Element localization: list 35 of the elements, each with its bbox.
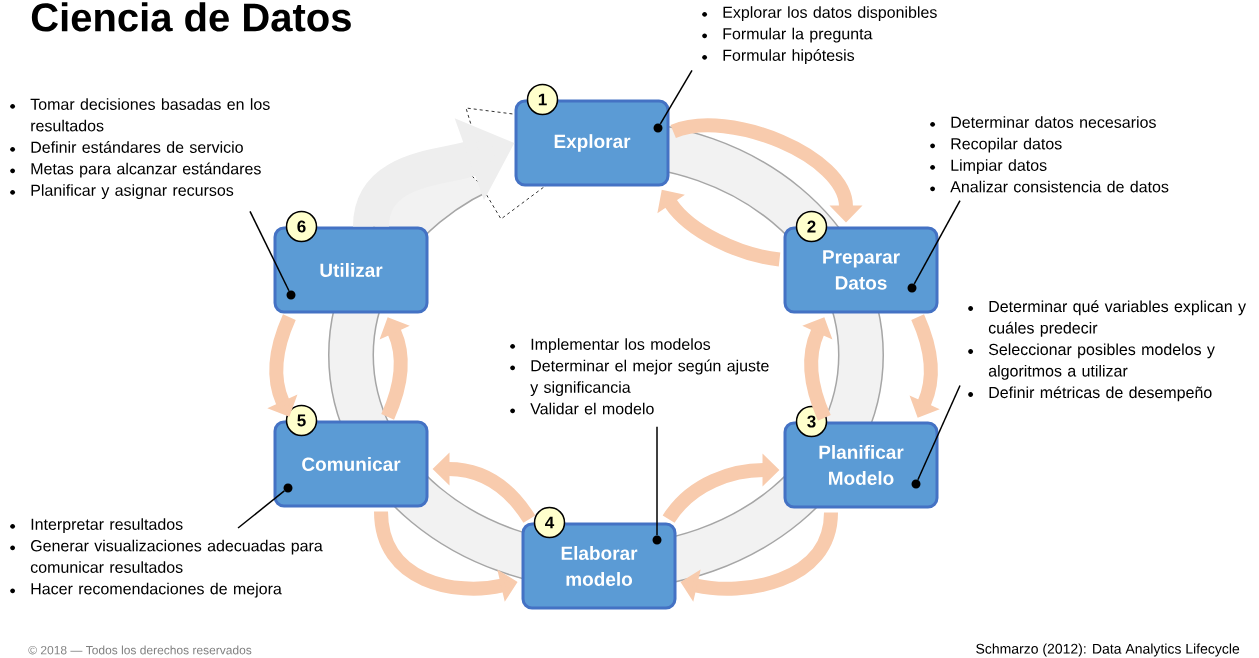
bullet-item: Interpretar resultados xyxy=(10,518,183,534)
bullet-item: Hacer recomendaciones de mejora xyxy=(10,582,282,598)
bullet-item: Formular hipótesis xyxy=(702,49,855,65)
bullet-item: Limpiar datos xyxy=(930,159,1047,175)
footer-note: Schmarzo (2012): Data Analytics Lifecycle xyxy=(976,643,1240,657)
number-badge: 4 xyxy=(533,506,566,539)
bullet-item: Definir estándares de servicio xyxy=(10,141,243,153)
leader-line xyxy=(917,384,961,481)
number-badge: 6 xyxy=(285,210,318,243)
number-badge: 5 xyxy=(285,404,318,437)
bullet-item: Validar el modelo xyxy=(510,402,654,415)
bullet-item: Recopilar datos xyxy=(930,137,1062,153)
number-badge: 3 xyxy=(795,405,828,438)
bullet-item: Determinar el mejor según ajuste y significancia xyxy=(510,359,769,397)
number-badge: 1 xyxy=(526,83,559,116)
bullet-item: Implementar los modelos xyxy=(510,338,711,354)
number-badge: 2 xyxy=(795,210,828,243)
bullet-item: Explorar los datos disponibles xyxy=(702,6,937,22)
bullet-item: Definir métricas de desempeño xyxy=(968,386,1212,402)
bullet-item: Determinar datos necesarios xyxy=(930,116,1156,128)
leader-line xyxy=(659,69,693,125)
leader-line xyxy=(249,210,290,292)
bullet-item: Generar visualizaciones adecuadas para comunicar resultados xyxy=(10,539,323,573)
leader-line xyxy=(237,490,286,529)
bullet-item: Metas para alcanzar estándares xyxy=(10,162,261,178)
bullet-item: Seleccionar posibles modelos y algoritmos a utilizar xyxy=(968,343,1215,380)
bullet-item: Determinar qué variables explican y cuáles predecir xyxy=(968,300,1246,337)
leader-line xyxy=(656,425,658,537)
bullet-item: Planificar y asignar recursos xyxy=(10,184,234,200)
bullet-item: Tomar decisiones basadas en los resultados xyxy=(10,98,270,132)
footer-note: © 2018 — Todos los derechos reservados xyxy=(28,645,252,655)
bullet-item: Formular la pregunta xyxy=(702,27,873,43)
bullet-item: Analizar consistencia de datos xyxy=(930,180,1169,193)
leader-line xyxy=(913,199,961,285)
title: Ciencia de Datos xyxy=(31,2,351,32)
